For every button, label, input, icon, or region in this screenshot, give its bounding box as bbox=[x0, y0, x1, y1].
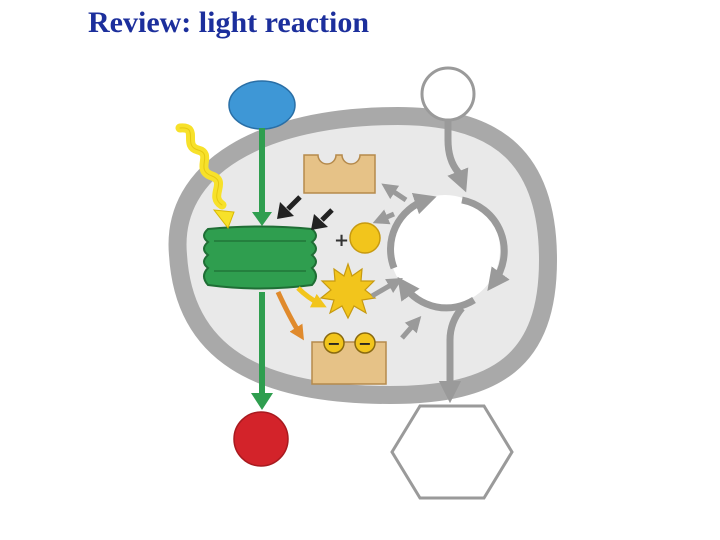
output-molecule bbox=[233, 411, 289, 467]
electron-icon-2 bbox=[354, 332, 376, 354]
proton-icon bbox=[349, 222, 381, 254]
gray-arrow-to-proton bbox=[372, 209, 395, 225]
cycle-arrow-bottom bbox=[397, 276, 476, 312]
yellow-arrow bbox=[296, 286, 327, 308]
energy-burst-icon bbox=[319, 262, 377, 320]
carrier-box-top bbox=[303, 154, 376, 194]
carrier-box-bottom bbox=[311, 341, 387, 385]
black-arrow-1-head bbox=[277, 202, 294, 219]
gray-arrow-from-bottom-box bbox=[400, 315, 422, 340]
cycle-input-path bbox=[444, 120, 469, 193]
gray-arrow-to-top-box bbox=[381, 183, 408, 203]
electron-path-arrowhead-bottom bbox=[251, 393, 273, 410]
slide-title: Review: light reaction bbox=[88, 6, 370, 39]
orange-arrow bbox=[275, 290, 304, 341]
cycle-output-path bbox=[438, 305, 465, 404]
input-molecule bbox=[228, 80, 296, 130]
plus-sign: + bbox=[334, 230, 349, 251]
black-arrow-2-head bbox=[311, 214, 328, 230]
electron-icon-1 bbox=[323, 332, 345, 354]
black-arrow-1 bbox=[286, 195, 302, 211]
light-ray-arrowhead bbox=[212, 209, 235, 230]
cycle-arrow-right bbox=[461, 196, 510, 292]
cycle-arrow-left bbox=[387, 192, 437, 270]
cycle-input-molecule bbox=[420, 66, 476, 122]
light-ray-outline bbox=[179, 127, 223, 206]
gray-arrow-from-burst bbox=[370, 277, 403, 299]
electron-path-arrowhead-top bbox=[252, 212, 272, 226]
cycle-output-hexagon bbox=[390, 404, 514, 500]
black-arrow-2 bbox=[320, 208, 334, 222]
electron-minus-2: − bbox=[358, 334, 371, 353]
electron-minus-1: − bbox=[327, 334, 340, 353]
photosystem-complex bbox=[203, 225, 317, 290]
